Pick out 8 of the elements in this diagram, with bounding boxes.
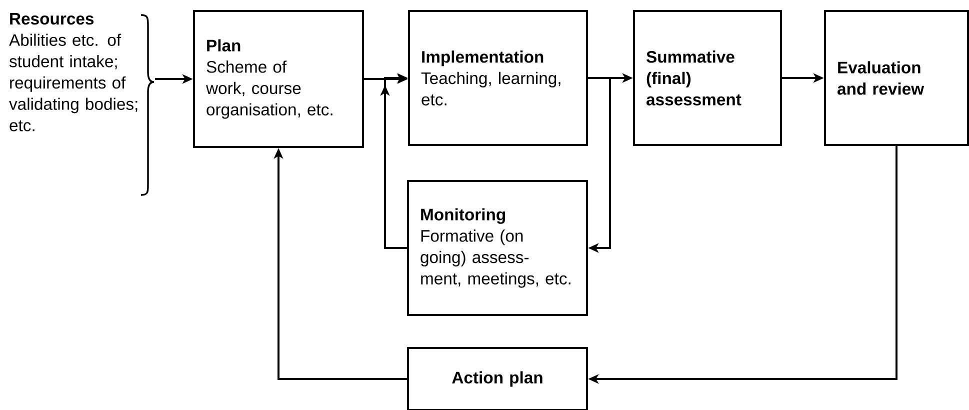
process-box: Summative (final) assessment [633, 10, 782, 146]
process-box: Evaluation and review [824, 10, 969, 146]
process-box: Action plan [407, 347, 588, 410]
resources-text: Resources Abilities etc. of student intake; requirements of validating bodies; etc. [9, 13, 138, 132]
process-box: Implementation Teaching, learning, etc. [408, 10, 588, 146]
process-box: Plan Scheme of work, course organisation, etc. [193, 10, 364, 148]
arrow [588, 77, 611, 253]
process-box: Monitoring Formative (on going) assess- ment, meetings, etc. [407, 180, 588, 316]
